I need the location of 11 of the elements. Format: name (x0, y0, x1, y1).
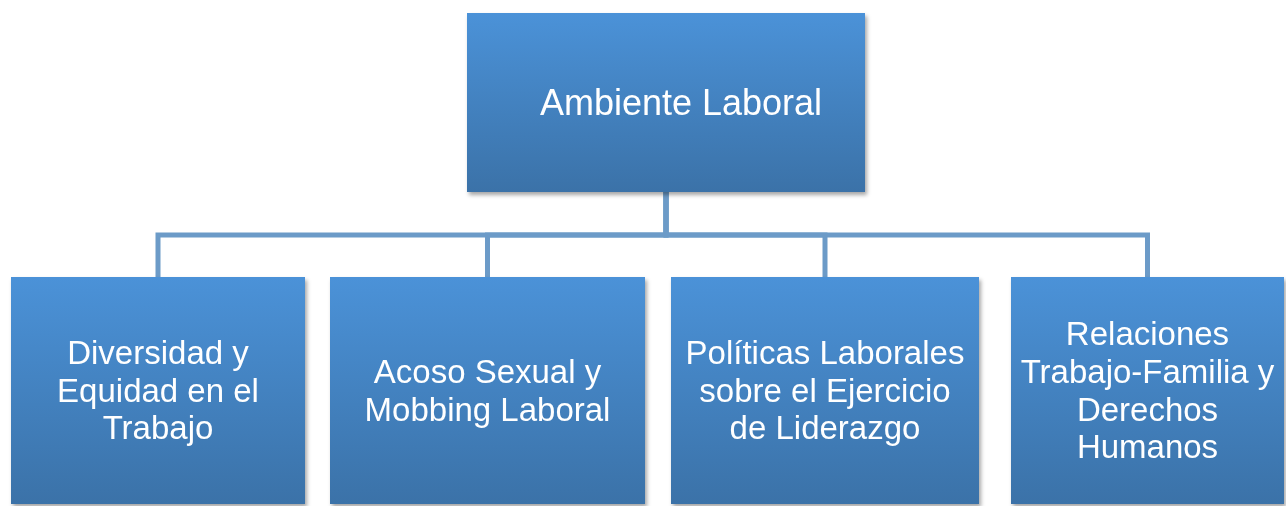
topic-box (11, 277, 305, 504)
topic-label: Políticas Laborales sobre el Ejercicio de Liderazgo (684, 333, 966, 448)
topic-label: Relaciones Trabajo-Familia y Derechos Humanos (1019, 314, 1276, 467)
topic-box (1011, 277, 1284, 504)
topic-box (467, 13, 865, 192)
topic-label: Ambiente Laboral (539, 81, 823, 124)
topic-box (671, 277, 979, 504)
topic-label: Diversidad y Equidad en el Trabajo (56, 333, 260, 448)
topic-label: Acoso Sexual y Mobbing Laboral (363, 352, 612, 429)
connector-line (663, 192, 1150, 277)
topic-box (330, 277, 645, 504)
